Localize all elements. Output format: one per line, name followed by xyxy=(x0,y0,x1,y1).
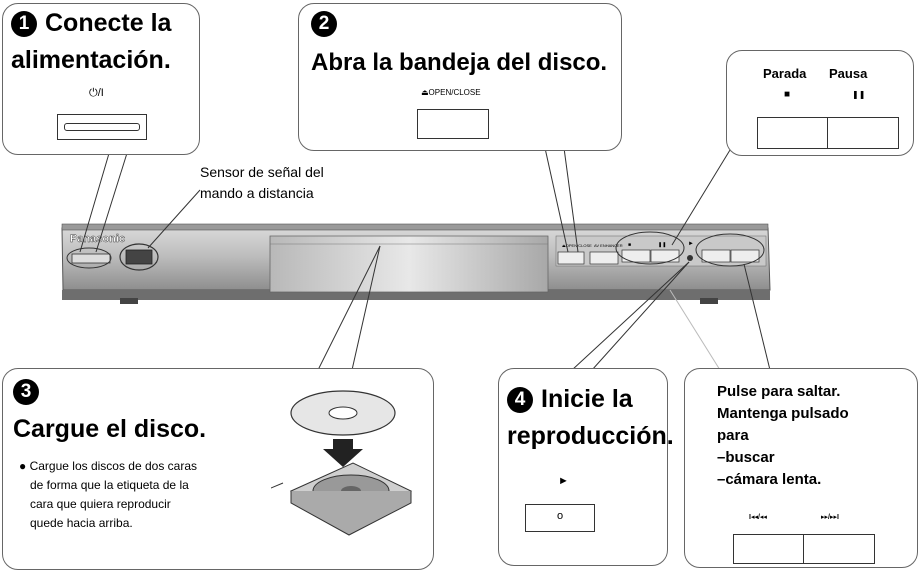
sensor-label-line1: Sensor de señal del xyxy=(200,164,324,180)
step3-title: Cargue el disco. xyxy=(13,415,207,443)
step1-title-line1: Conecte la xyxy=(45,9,172,37)
skip-back-button[interactable] xyxy=(733,534,805,564)
step1-number: 1 xyxy=(11,10,37,37)
stop-pause-callout: Parada Pausa ■ ❚❚ xyxy=(726,50,914,156)
step3-bullet-line2: de forma que la etiqueta de la xyxy=(30,478,189,492)
step1-callout: 1 Conecte la alimentación. ⏻/I xyxy=(2,3,200,155)
skip-text-line2: Mantenga pulsado xyxy=(717,405,849,422)
disc-tray-illustration xyxy=(271,390,413,536)
open-close-small-button xyxy=(557,251,585,265)
power-circle xyxy=(66,247,112,269)
skip-callout: Pulse para saltar. Mantenga pulsado para… xyxy=(684,368,918,568)
step4-number: 4 xyxy=(507,386,533,413)
step1-title-line2: alimentación. xyxy=(11,46,171,74)
stop-button[interactable] xyxy=(757,117,829,149)
sensor-circle xyxy=(119,243,159,271)
skip-text-line1: Pulse para saltar. xyxy=(717,383,841,400)
skip-back-icon: I◂◂/◂◂ xyxy=(749,514,767,521)
play-button[interactable]: o xyxy=(525,504,595,532)
skip-text-line3: para xyxy=(717,427,749,444)
play-icon: ► xyxy=(558,475,569,487)
play-button-mark: o xyxy=(556,510,564,522)
skip-text: Pulse para saltar. Mantenga pulsado para… xyxy=(717,381,849,491)
skip-forward-button[interactable] xyxy=(803,534,875,564)
stop-label: Parada xyxy=(763,66,807,81)
bullet-icon: ● xyxy=(19,459,30,473)
stop-small-button xyxy=(621,249,651,263)
pause-icon: ❚❚ xyxy=(852,90,866,99)
power-switch xyxy=(71,253,111,264)
svg-text:►: ► xyxy=(688,241,694,247)
sensor-label: Sensor de señal del mando a distancia xyxy=(200,162,324,204)
step4-callout: 4 Inicie la reproducción. ► o xyxy=(498,368,674,566)
pause-label: Pausa xyxy=(829,66,868,81)
av-enhancer-label: AV ENHANCER xyxy=(594,243,623,248)
svg-text:❚❚: ❚❚ xyxy=(658,242,666,248)
pause-button[interactable] xyxy=(827,117,899,149)
open-close-label: ⏏OPEN/CLOSE xyxy=(421,88,481,97)
skip-left-small-button xyxy=(701,249,731,263)
sensor-label-line2: mando a distancia xyxy=(200,185,314,201)
power-slot-icon xyxy=(64,123,140,131)
step3-bullet-line1: Cargue los discos de dos caras xyxy=(29,459,198,473)
pause-small-button xyxy=(650,249,680,263)
skip-text-line4: –buscar xyxy=(717,449,775,466)
step2-number: 2 xyxy=(311,11,337,37)
play-small-button xyxy=(687,255,693,261)
step3-bullet-line3: cara que quiera reproducir xyxy=(30,497,171,511)
down-arrow-icon xyxy=(323,439,363,467)
step2-title: Abra la bandeja del disco. xyxy=(311,49,608,76)
skip-right-small-button xyxy=(730,249,760,263)
stop-icon: ■ xyxy=(784,89,791,100)
step3-bullet: ● Cargue los discos de dos caras de form… xyxy=(19,457,197,533)
power-button-label: ⏻/I xyxy=(89,87,104,99)
player-body: Panasonic ► ■ ❚❚ ⏏OPEN/CLOSE AV ENHANCER xyxy=(61,223,771,304)
sensor-window xyxy=(125,249,153,265)
step3-bullet-line4: quede hacia arriba. xyxy=(30,516,133,530)
brand-logo: Panasonic xyxy=(70,233,125,245)
disc-tray xyxy=(269,235,549,293)
open-close-button[interactable] xyxy=(417,109,489,139)
step2-callout: 2 Abra la bandeja del disco. ⏏OPEN/CLOSE xyxy=(298,3,622,151)
step3-callout: 3 Cargue el disco. ● Cargue los discos d… xyxy=(2,368,434,570)
svg-text:■: ■ xyxy=(628,242,631,248)
power-button[interactable] xyxy=(57,114,147,140)
skip-forward-icon: ▸▸/▸▸I xyxy=(821,514,839,521)
leader-lines xyxy=(79,147,771,371)
step3-number: 3 xyxy=(13,379,39,405)
step4-title-line1: Inicie la xyxy=(541,385,633,413)
step4-title-line2: reproducción. xyxy=(507,422,674,450)
skip-text-line5: –cámara lenta. xyxy=(717,471,822,488)
